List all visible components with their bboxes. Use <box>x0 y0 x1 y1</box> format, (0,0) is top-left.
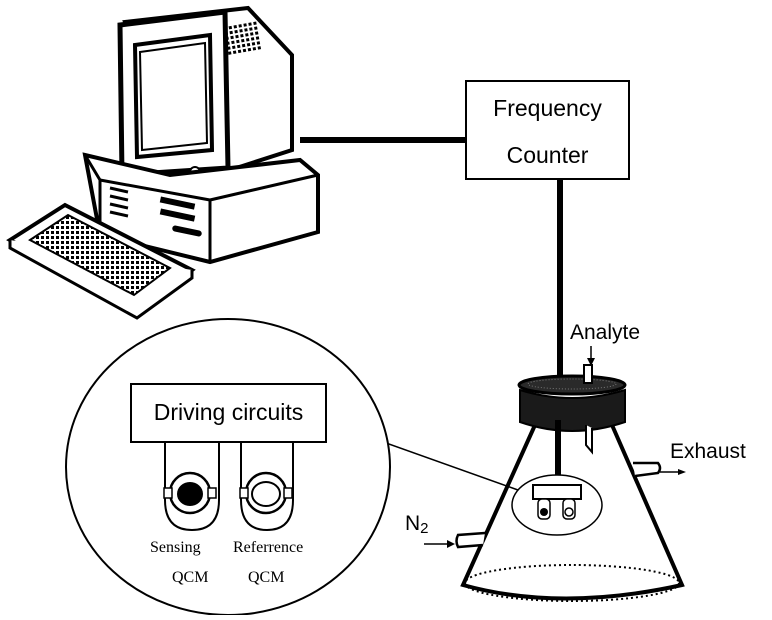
n2-label: N2 <box>405 512 429 537</box>
keyboard-icon <box>6 202 196 320</box>
sensing-label: Sensing <box>150 539 201 556</box>
computer-icon <box>82 5 320 265</box>
reference-label: Referrence <box>233 539 304 556</box>
magnified-view <box>65 318 391 616</box>
analyte-arrow <box>587 346 595 366</box>
frequency-counter-label-line1: Frequency <box>493 95 602 121</box>
flask-icon <box>455 364 685 602</box>
analyte-label: Analyte <box>570 321 641 344</box>
reference-qcm-label: QCM <box>248 569 285 586</box>
n2-label-main: N <box>405 512 421 535</box>
driving-circuits-box: Driving circuits <box>130 383 327 443</box>
magnifier-connector <box>371 437 519 491</box>
frequency-counter-box: Frequency Counter <box>465 80 630 180</box>
driving-circuits-label: Driving circuits <box>153 399 304 425</box>
sensing-qcm-label: QCM <box>172 569 209 586</box>
n2-arrow <box>424 540 455 548</box>
exhaust-label: Exhaust <box>670 440 746 463</box>
exhaust-arrow <box>660 469 686 475</box>
frequency-counter-label-line2: Counter <box>506 142 589 168</box>
n2-label-subscript: 2 <box>420 520 429 537</box>
